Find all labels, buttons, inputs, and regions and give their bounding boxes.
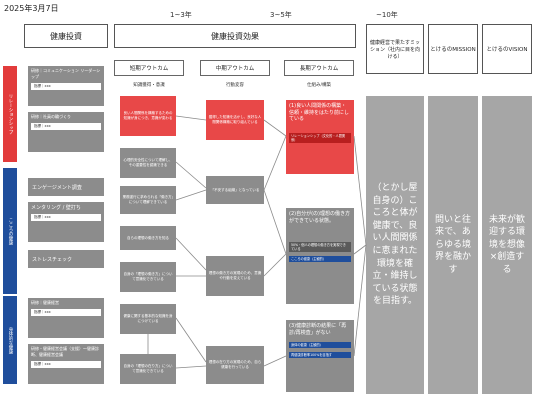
connector	[175, 115, 207, 121]
long-outcome-note: 再健康診断率100%を目指す	[289, 352, 351, 359]
connector	[353, 135, 367, 246]
vision-statement: 未来が歓迎する環境を想像×創造する	[482, 96, 532, 394]
mission-header: とけるのMISSION	[428, 24, 478, 74]
long-outcome-sublabel: 仕組み/構築	[306, 83, 332, 88]
connector	[175, 237, 207, 271]
short-outcome-header: 短期アウトカム	[114, 60, 184, 76]
long-outcome-note: 50%・個人の理想の働き方を実現できている	[289, 242, 351, 253]
document-date: 2025年3月7日	[4, 4, 59, 13]
investment-header: 健康投資	[24, 24, 108, 48]
investment-title: 研修｜社員の輪づくり	[31, 114, 71, 119]
connector	[175, 161, 207, 189]
investment-team-training: 研修｜社員の輪づくり 指標｜xxx	[28, 112, 104, 152]
mid-outcome-safe-org: 「不安する組織」となっている	[206, 176, 264, 204]
connector	[175, 365, 207, 369]
long-outcome-text: (1)良い人間関係の構築・信頼・維持をはたり前にしている	[289, 103, 349, 122]
investment-note: 指標｜xxx	[31, 123, 101, 130]
long-outcome-text: (2)自分が(の)理想の働き方ができている状態。	[289, 211, 350, 224]
effect-header: 健康投資効果	[114, 24, 356, 48]
connector	[353, 244, 367, 255]
mid-outcome-sublabel: 行動変容	[226, 83, 244, 88]
investment-stress-check: ストレスチェック	[28, 250, 104, 268]
period-1-3: 1~3年	[170, 11, 192, 19]
investment-title: 研修｜コミュニケーション リーダーシップ	[31, 68, 101, 79]
sidebar-mental-health: こころの健康	[3, 168, 17, 294]
period-3-5: 3~5年	[270, 11, 292, 19]
mid-outcome-work-change: 理想の働き方の実現のため、意識や行動を変えている	[206, 256, 264, 296]
investment-note: 指標｜xxx	[31, 83, 101, 90]
investment-note: 指標｜xxx	[31, 309, 101, 316]
investment-title: 研修｜健康経営	[31, 300, 59, 305]
purpose-statement: （とかし屋自身の）こころと体が健康で、良い人間関係に恵まれた環境を確立・維持して…	[366, 96, 424, 394]
mission-statement: 問いと往来で、あらゆる境界を融かす	[428, 96, 478, 394]
short-outcome-work-awareness: 自身の「理想の働き方」について意識化できている	[120, 262, 176, 292]
connector	[175, 189, 207, 201]
investment-mentoring: メンタリング / 壁打ち 指標｜xxx	[28, 202, 104, 242]
long-outcome-badge: リレーションシップ（文化的・人間関係）	[289, 132, 351, 143]
investment-note: 指標｜xxx	[31, 361, 101, 368]
sidebar-physical-health: 身体的な健康	[3, 296, 17, 384]
vision-header: とけるのVISION	[482, 24, 532, 74]
connector	[263, 355, 287, 367]
long-outcome-relationship: (1)良い人間関係の構築・信頼・維持をはたり前にしている リレーションシップ（文…	[286, 100, 354, 174]
long-outcome-mental: (2)自分が(の)理想の働き方ができている状態。 50%・個人の理想の働き方を実…	[286, 208, 354, 304]
connector	[353, 244, 367, 357]
short-outcome-sublabel: 知識獲得・意識	[133, 83, 165, 88]
investment-health-training: 研修｜健康経営 指標｜xxx	[28, 298, 104, 338]
connector	[263, 135, 287, 191]
long-outcome-badge: こころの健康（主観的）	[289, 256, 351, 263]
long-outcome-text: (3)健康診断の結果に「再診/再検査」がない	[289, 323, 347, 336]
long-outcome-badge: 身体の健康（主観的）	[289, 342, 351, 349]
purpose-header: 健康経営で果たすミッション（社内に目を向ける）	[366, 24, 424, 74]
investment-note: 指標｜xxx	[31, 214, 101, 221]
connector	[175, 317, 207, 363]
period-10: ~10年	[376, 11, 398, 19]
mid-outcome-relationship: 獲得した知識を活かし、良好な人間関係構築に取り組んでいる	[206, 100, 264, 140]
investment-comm-training: 研修｜コミュニケーション リーダーシップ 指標｜xxx	[28, 66, 104, 106]
long-outcome-physical: (3)健康診断の結果に「再診/再検査」がない 身体の健康（主観的） 再健康診断率…	[286, 320, 354, 392]
investment-title: 研修・健康経営会議（支援）〜健康診断、健康経営会議	[31, 346, 99, 357]
short-outcome-ideal-work: 自らの理想の働き方を知る	[120, 226, 176, 250]
connector	[263, 253, 287, 277]
investment-engagement-survey: エンゲージメント調査	[28, 178, 104, 196]
sidebar-relationship: リレーションシップ	[3, 66, 17, 162]
short-outcome-ideal-being: 自身の「理想の在り方」について意識化できている	[120, 354, 176, 384]
short-outcome-psych-safety: 心理的安全性について理解し、その重要性を認識できる	[120, 148, 176, 178]
investment-health-meeting: 研修・健康経営会議（支援）〜健康診断、健康経営会議 指標｜xxx	[28, 344, 104, 384]
mid-outcome-header: 中期アウトカム	[200, 60, 270, 76]
connector	[263, 119, 287, 137]
short-outcome-work-style: 業務遂行に求められる「働き方」について理解できている	[120, 186, 176, 214]
short-outcome-health-knowledge: 健康に関する基本的な知識を身につけている	[120, 304, 176, 334]
short-outcome-relationship: 良い人間関係を構築するための知識が身につき、意識が変わる	[120, 96, 176, 136]
investment-title: メンタリング / 壁打ち	[31, 205, 81, 211]
connector	[263, 189, 287, 255]
mid-outcome-health-action: 理想の在り方の実現のため、自ら健康を行っている	[206, 346, 264, 384]
long-outcome-header: 長期アウトカム	[284, 60, 354, 76]
